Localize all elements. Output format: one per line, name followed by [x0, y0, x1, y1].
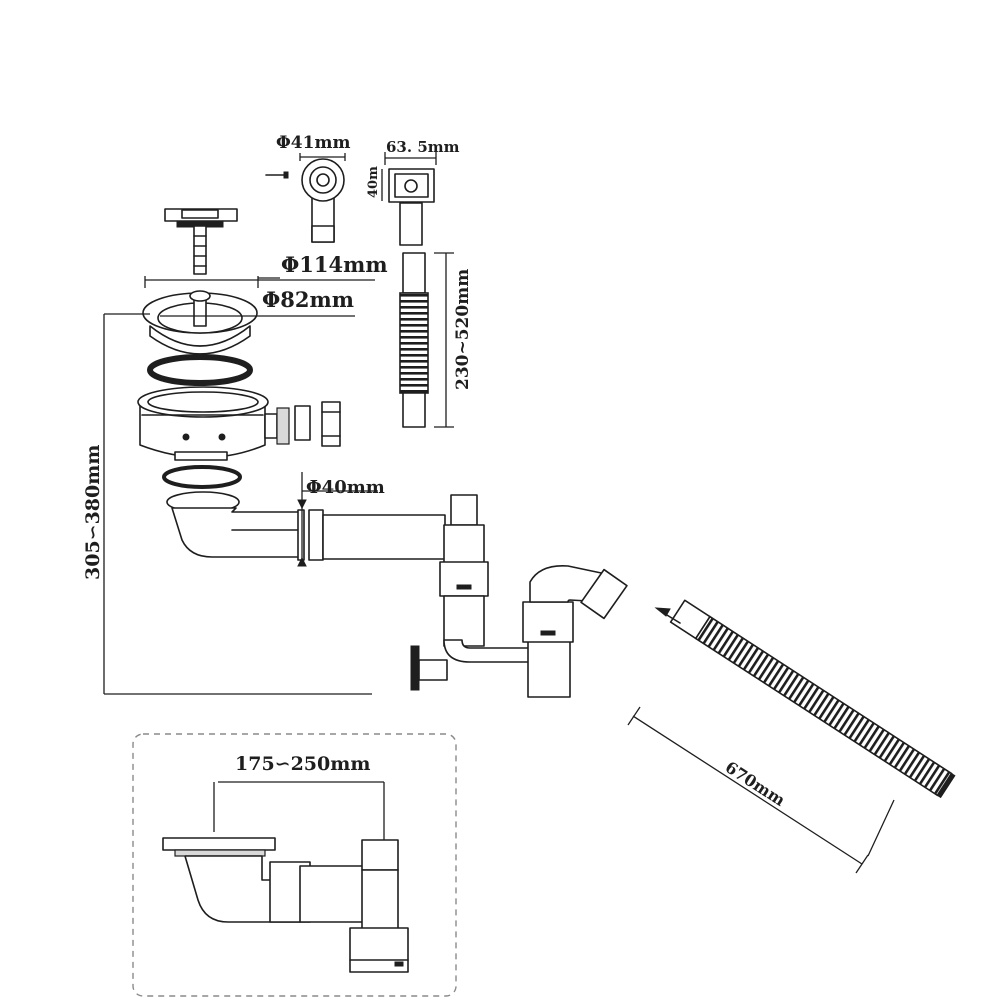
- dim-670: [627, 706, 895, 874]
- corrugated-hose: [654, 599, 956, 799]
- standpipe: [439, 494, 489, 647]
- inset-assembly: [162, 781, 409, 973]
- extendable-overflow-hose: [399, 252, 454, 428]
- label-670: 670mm: [722, 757, 789, 810]
- rectangular-overflow-cover: [381, 152, 437, 246]
- label-phi41: Φ41mm: [276, 133, 350, 153]
- round-overflow-cover: [299, 153, 346, 243]
- label-40m: 40m: [366, 166, 381, 198]
- label-175-250: 175∽250mm: [235, 753, 370, 775]
- label-230-520: 230~520mm: [453, 269, 473, 390]
- label-305-380: 305∽380mm: [82, 445, 104, 580]
- dim-height-305-380: [103, 313, 372, 695]
- cleaning-plug: [410, 645, 448, 691]
- dim-phi40: [297, 472, 378, 567]
- outlet-elbow: [166, 491, 446, 561]
- label-phi40: Φ40mm: [306, 477, 385, 498]
- inset-frame: [132, 733, 457, 997]
- label-63-5mm: 63. 5mm: [386, 138, 460, 156]
- strainer-plug: [164, 208, 238, 275]
- lower-seal-ring: [162, 465, 242, 489]
- dim-phi114: [144, 276, 375, 288]
- label-phi82: Φ82mm: [262, 287, 354, 312]
- overflow-screw: [265, 171, 289, 179]
- label-phi114: Φ114mm: [281, 252, 388, 277]
- basket-body: [137, 386, 341, 461]
- rubber-seal: [147, 354, 253, 386]
- sink-flange: [142, 290, 355, 355]
- bottle-trap: [443, 565, 628, 698]
